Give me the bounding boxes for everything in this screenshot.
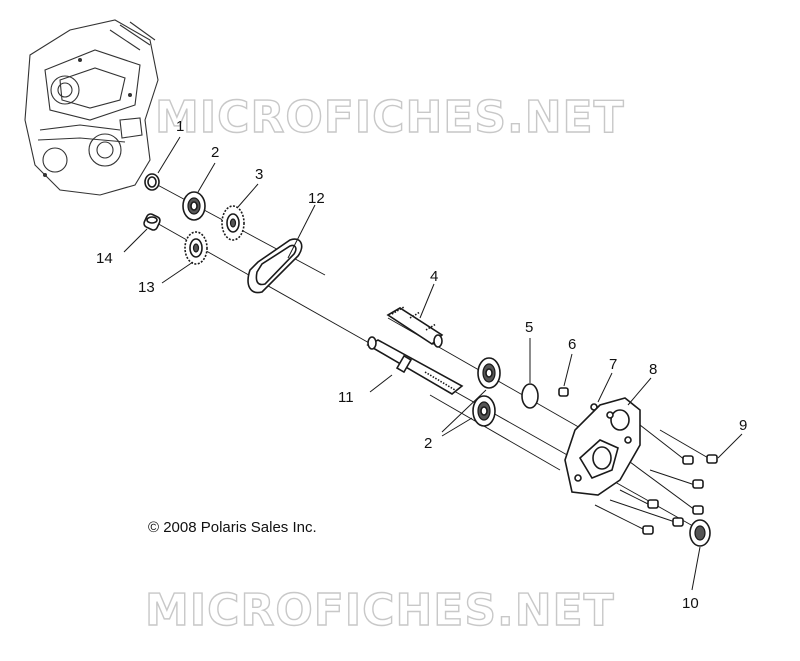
callout-6: 6 [568,336,576,353]
plug-part-6[interactable] [558,387,569,397]
gear-part-13[interactable] [184,231,208,265]
callout-13: 13 [138,279,155,296]
watermark-bottom: MICROFICHES.NET [145,585,615,636]
drive-belt-part-12[interactable] [247,238,303,294]
main-shaft-part-11[interactable] [366,336,464,395]
bearing-part-2-upper[interactable] [182,191,206,221]
callout-3: 3 [255,166,263,183]
bushing-part-14[interactable] [143,213,162,232]
bearing-part-2-lower[interactable] [472,395,496,427]
axis-bearing [429,394,561,471]
transmission-housing-icon [24,19,159,196]
callout-10: 10 [682,595,699,612]
callout-8: 8 [649,361,657,378]
callout-1: 1 [176,118,184,135]
callout-12: 12 [308,190,325,207]
callout-14: 14 [96,250,113,267]
callout-2-lower: 2 [424,435,432,452]
callout-7: 7 [609,356,617,373]
callout-leaders [123,136,743,591]
gear-part-3[interactable] [221,205,245,241]
seal-part-10[interactable] [689,519,711,547]
callout-11: 11 [338,389,354,406]
cover-part-8[interactable] [564,397,641,496]
callout-5: 5 [525,319,533,336]
copyright-text: © 2008 Polaris Sales Inc. [148,519,317,536]
splined-shaft-part-4[interactable] [386,306,444,348]
watermark-top: MICROFICHES.NET [155,92,625,143]
o-ring-part-5[interactable] [521,383,539,409]
bearing-part-2-middle[interactable] [477,357,501,389]
callout-2-upper: 2 [211,144,219,161]
bolts-part-9[interactable] [594,424,718,535]
callout-9: 9 [739,417,747,434]
callout-4: 4 [430,268,438,285]
